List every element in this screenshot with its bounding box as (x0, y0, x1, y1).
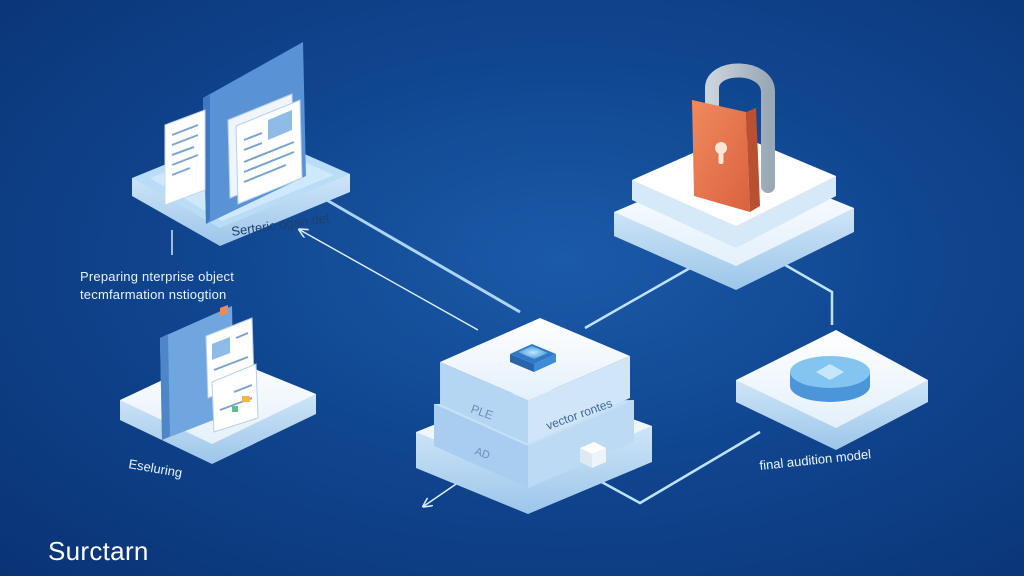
evaluation-binder-spine (160, 334, 170, 440)
caption-line-1: Preparing nterprise object (80, 269, 235, 284)
brand-name: Surctarn (48, 536, 149, 566)
model-disc-icon (790, 356, 870, 402)
documents-node[interactable]: Serteric ogan det (132, 42, 350, 246)
connectors (171, 193, 834, 506)
caption-line-2: tecmfarmation nstiogtion (80, 287, 227, 302)
connector-storage-model (597, 430, 761, 505)
connector-storage-lock (584, 266, 691, 330)
arrow-to-documents (300, 230, 479, 331)
evaluation-node[interactable]: Eseluring (120, 305, 316, 480)
lock-node[interactable] (614, 63, 854, 290)
chip-icon (510, 344, 556, 372)
model-label: final audition model (759, 446, 872, 473)
storage-layer-middle-right (528, 400, 634, 488)
arrow-out-storage (424, 479, 463, 506)
storage-top-side-right (528, 356, 630, 444)
lock-icon (692, 100, 760, 212)
storage-layer-middle-front (434, 404, 528, 488)
connector-docs-storage (317, 193, 521, 314)
storage-node[interactable]: PLE vector rontes AD (416, 318, 652, 514)
caption-block: Preparing nterprise object tecmfarmation… (80, 268, 234, 304)
document-icon-front (227, 93, 303, 205)
storage-label-bottom: AD (473, 446, 492, 463)
connector-lock-model (779, 260, 834, 325)
document-icon-left (164, 109, 206, 206)
storage-top-side-left (440, 362, 528, 444)
model-node[interactable]: final audition model (736, 330, 928, 473)
evaluation-report-icon (205, 305, 259, 433)
lock-shackle (705, 63, 775, 193)
evaluation-label: Eseluring (127, 456, 183, 480)
cube-icon (580, 442, 606, 468)
